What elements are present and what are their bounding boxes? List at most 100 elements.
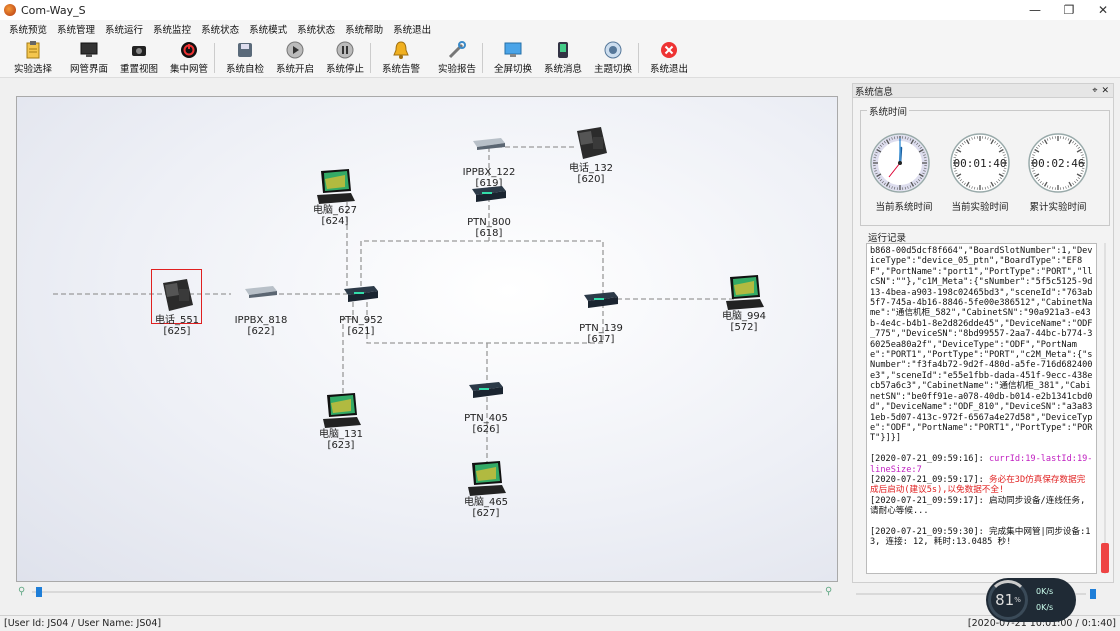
menu-item-status[interactable]: 系统状态: [201, 25, 240, 36]
total-time-value: 00:02:46: [1031, 157, 1085, 170]
log-scrollbar[interactable]: [1098, 243, 1112, 574]
zoom-slider-thumb[interactable]: [36, 587, 42, 597]
node-ptn-139[interactable]: PTN_139 [617]: [575, 289, 627, 345]
cpu-percent: 81: [995, 591, 1015, 609]
log-entry: [2020-07-21_09:59:30]: 完成集中网管|同步设备:13, 连…: [870, 526, 1091, 548]
system-alarm-button[interactable]: 系统告警: [373, 41, 429, 75]
status-bar: [User Id: JS04 / User Name: JS04] [2020-…: [0, 615, 1120, 631]
fullscreen-toggle-button[interactable]: 全屏切换: [485, 41, 541, 75]
node-ptn-800[interactable]: PTN_800 [618]: [463, 183, 515, 239]
exit-icon: [660, 41, 678, 59]
bell-icon: [392, 41, 410, 59]
system-start-button[interactable]: 系统开启: [267, 41, 323, 75]
pin-icon[interactable]: ⌖: [1092, 85, 1098, 96]
system-time-title: 系统时间: [867, 104, 910, 118]
toolbar: 实验选择 网管界面 重置视图 集中网管 系统自检 系统开启 系统停止: [0, 38, 1120, 78]
network-ui-button[interactable]: 网管界面: [61, 41, 117, 75]
menu-bar: 系统预览 系统管理 系统运行 系统监控 系统状态 系统模式 系统状态 系统帮助 …: [0, 20, 1120, 38]
router-icon: [344, 286, 378, 302]
router-icon: [584, 292, 618, 308]
close-button[interactable]: ✕: [1097, 3, 1109, 17]
log-entry: [870, 517, 1093, 527]
menu-item-mode[interactable]: 系统模式: [249, 25, 288, 36]
system-stop-button[interactable]: 系统停止: [317, 41, 373, 75]
experiment-time-clock: [950, 133, 1010, 193]
node-phone-551[interactable]: 电话_551 [625]: [153, 275, 201, 337]
laptop-icon: [317, 169, 355, 204]
node-pc-465[interactable]: 电脑_465 [627]: [459, 461, 513, 519]
menu-item-run[interactable]: 系统运行: [105, 25, 144, 36]
total-time-label: 累计实验时间: [1029, 202, 1087, 213]
node-pc-994[interactable]: 电脑_994 [572]: [717, 275, 771, 333]
self-check-button[interactable]: 系统自检: [217, 41, 273, 75]
clipboard-icon: [24, 41, 42, 59]
panel-close-icon[interactable]: ✕: [1101, 85, 1109, 96]
experiment-time-label: 当前实验时间: [951, 202, 1009, 213]
system-time-group: 系统时间: [860, 104, 1110, 226]
panel-header: 系统信息 ⌖ ✕: [853, 84, 1113, 98]
menu-item-monitor[interactable]: 系统监控: [153, 25, 192, 36]
panel-hscrollbar[interactable]: [856, 588, 1100, 600]
experiment-select-button[interactable]: 实验选择: [5, 41, 61, 75]
upload-rate: 0K/s: [1036, 587, 1054, 596]
window-title: Com-Way_S: [21, 3, 86, 17]
menu-item-manage[interactable]: 系统管理: [57, 25, 96, 36]
tools-icon: [448, 41, 466, 59]
monitor-icon: [80, 41, 98, 59]
node-pc-131[interactable]: 电脑_131 [623]: [315, 393, 367, 451]
zoom-in-icon[interactable]: ⚲: [825, 586, 833, 597]
screen-icon: [504, 41, 522, 59]
canvas-zoom-slider[interactable]: ⚲ ⚲: [16, 586, 838, 598]
power-icon: [180, 41, 198, 59]
system-message-button[interactable]: 系统消息: [535, 41, 591, 75]
reset-view-button[interactable]: 重置视图: [111, 41, 167, 75]
topology-links: [53, 146, 735, 471]
experiment-time-value: 00:01:40: [953, 157, 1007, 170]
system-exit-button[interactable]: 系统退出: [641, 41, 697, 75]
router-icon: [469, 382, 503, 398]
run-log[interactable]: b868-00d5dcf8f664","BoardSlotNumber":1,"…: [866, 243, 1097, 574]
menu-item-state[interactable]: 系统状态: [297, 25, 336, 36]
node-ippbx-122[interactable]: IPPBX_122 [619]: [463, 135, 515, 189]
play-icon: [286, 41, 304, 59]
panel-hscroll-thumb[interactable]: [1090, 589, 1096, 599]
theme-icon: [604, 41, 622, 59]
app-logo-icon: [4, 4, 16, 16]
desk-phone-icon: [163, 279, 193, 311]
pause-icon: [336, 41, 354, 59]
network-speed-widget[interactable]: 81% 0K/s 0K/s: [986, 578, 1076, 622]
node-ptn-405[interactable]: PTN_405 [626]: [459, 379, 513, 435]
experiment-report-button[interactable]: 实验报告: [429, 41, 485, 75]
disk-icon: [236, 41, 254, 59]
status-time: [2020-07-21 10:01:00 / 0:1:40]: [967, 618, 1116, 629]
node-ippbx-818[interactable]: IPPBX_818 [622]: [233, 283, 289, 337]
log-scrollbar-thumb[interactable]: [1101, 543, 1109, 573]
total-time-clock: [1028, 133, 1088, 193]
theme-switch-button[interactable]: 主题切换: [585, 41, 641, 75]
node-ptn-952[interactable]: PTN_952 [621]: [335, 283, 387, 337]
log-entry: b868-00d5dcf8f664","BoardSlotNumber":1,"…: [870, 246, 1093, 444]
menu-item-exit[interactable]: 系统退出: [393, 25, 432, 36]
panel-title: 系统信息: [855, 86, 894, 98]
download-rate: 0K/s: [1036, 603, 1054, 612]
log-entry: [2020-07-21_09:59:17]: 启动同步设备/连线任务,请耐心等候…: [870, 495, 1086, 517]
laptop-icon: [468, 461, 506, 496]
user-info: [User Id: JS04 / User Name: JS04]: [4, 618, 162, 629]
topology-canvas[interactable]: 电话_551 [625] IPPBX_818 [622] PTN_952 [62…: [16, 96, 838, 582]
camera-icon: [130, 41, 148, 59]
menu-item-preview[interactable]: 系统预览: [9, 25, 48, 36]
menu-item-help[interactable]: 系统帮助: [345, 25, 384, 36]
laptop-icon: [323, 393, 361, 428]
minimize-button[interactable]: —: [1029, 3, 1041, 17]
log-entry: [2020-07-21_09:59:16]: currId:19-lastId:…: [870, 454, 1093, 475]
laptop-icon: [726, 275, 764, 310]
zoom-out-icon[interactable]: ⚲: [18, 586, 26, 597]
desk-phone-icon: [577, 127, 607, 159]
router-icon: [472, 186, 506, 202]
node-pc-627[interactable]: 电脑_627 [624]: [309, 169, 361, 227]
log-entry: [2020-07-21_09:59:17]: 务必在3D仿真保存数据完成后启动(…: [870, 474, 1086, 496]
restore-button[interactable]: ❐: [1063, 3, 1075, 17]
central-network-button[interactable]: 集中网管: [161, 41, 217, 75]
node-phone-132[interactable]: 电话_132 [620]: [565, 123, 617, 185]
log-entry: [870, 444, 1093, 454]
